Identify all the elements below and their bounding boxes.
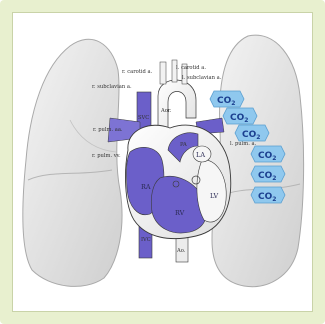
label-l-carotid: l. carotid a. bbox=[176, 65, 206, 71]
co2-badge: CO2 bbox=[251, 166, 285, 182]
label-l-subclavian: l. subclavian a. bbox=[182, 75, 222, 81]
label-lv: LV bbox=[210, 192, 219, 200]
label-svc: SVC bbox=[138, 115, 149, 121]
brachiocephalic-trunk bbox=[160, 62, 166, 84]
co2-badge: CO2 bbox=[223, 108, 257, 124]
label-r-subclavian: r. subclavian a. bbox=[92, 84, 132, 90]
label-pa: PA bbox=[180, 142, 187, 148]
label-r-pulm-aa: r. pulm. aa. bbox=[93, 127, 123, 133]
left-carotid-artery bbox=[172, 60, 177, 82]
label-ivc: IVC bbox=[141, 237, 151, 243]
right-lung bbox=[23, 39, 122, 286]
co2-badge: CO2 bbox=[251, 187, 285, 203]
label-ao: Ao. bbox=[176, 248, 186, 254]
co2-badge: CO2 bbox=[210, 91, 244, 107]
label-aorta: Aor. bbox=[160, 108, 172, 114]
label-r-carotid: r. carotid a. bbox=[122, 69, 153, 75]
co2-badge: CO2 bbox=[235, 125, 269, 141]
label-ra: RA bbox=[141, 183, 151, 191]
co2-badge: CO2 bbox=[251, 146, 285, 162]
label-r-pulm-vv: r. pulm. vv. bbox=[92, 153, 121, 159]
label-l-pulm-a: l. pulm. a. bbox=[230, 141, 257, 147]
label-rv: RV bbox=[175, 209, 185, 217]
label-la: LA bbox=[196, 151, 205, 159]
